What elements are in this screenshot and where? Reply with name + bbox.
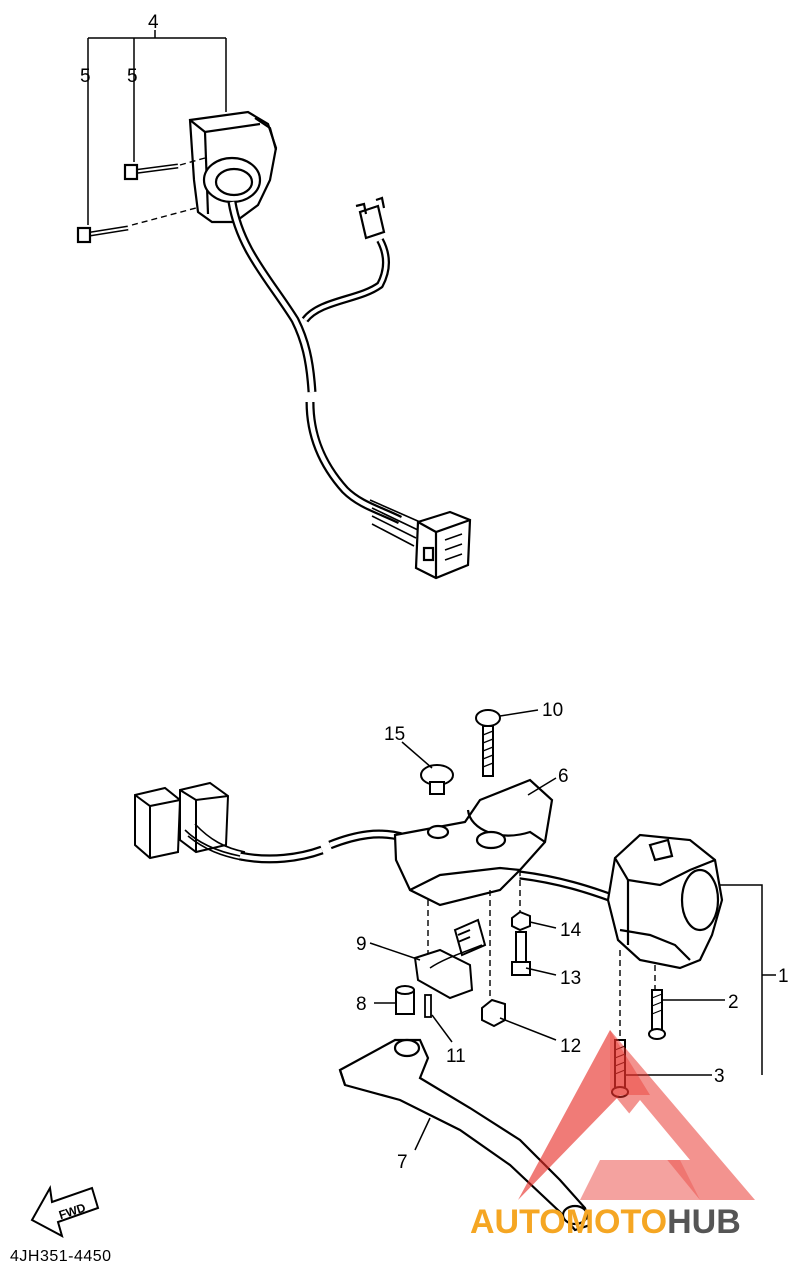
bolt-13 <box>511 931 531 976</box>
callout-12: 12 <box>560 1036 581 1057</box>
watermark-moto: MOTO <box>566 1203 667 1241</box>
callout-1: 1 <box>778 966 789 987</box>
callout-8: 8 <box>356 994 367 1015</box>
switch-assembly-upper <box>76 110 472 580</box>
watermark-hub: HUB <box>667 1203 741 1241</box>
bolt-10 <box>475 709 501 777</box>
callout-4: 4 <box>148 12 159 33</box>
clutch-switch <box>413 918 487 1000</box>
callout-2: 2 <box>728 992 739 1013</box>
callout-7: 7 <box>397 1152 408 1173</box>
callout-6: 6 <box>558 766 569 787</box>
nut-12 <box>481 998 506 1028</box>
switch-assembly-right <box>606 833 724 1040</box>
clutch-lever <box>338 1038 592 1232</box>
callout-3: 3 <box>714 1066 725 1087</box>
fwd-arrow-icon: FWD <box>30 1184 100 1238</box>
lever-bracket <box>393 778 554 1000</box>
nut-14 <box>511 910 531 932</box>
callout-13: 13 <box>560 968 581 989</box>
collar-8 <box>395 985 415 1015</box>
screw-2 <box>648 989 666 1040</box>
callout-9: 9 <box>356 934 367 955</box>
callout-15: 15 <box>384 724 405 745</box>
callout-11: 11 <box>446 1046 466 1067</box>
callout-5-outer: 5 <box>80 66 91 87</box>
callout-10: 10 <box>542 700 563 721</box>
connector-pair-left <box>134 781 246 861</box>
part-code: 4JH351-4450 <box>10 1248 112 1265</box>
callout-14: 14 <box>560 920 582 941</box>
callout-5-inner: 5 <box>127 66 138 87</box>
screw-11 <box>424 994 432 1018</box>
cap-15 <box>420 764 454 795</box>
callout-bracket-upper <box>87 30 227 225</box>
leader-lines <box>369 709 776 1151</box>
automotohub-logo <box>518 1030 755 1200</box>
watermark-auto: AUTO <box>470 1203 566 1241</box>
watermark-text: AUTOMOTOHUB <box>470 1203 741 1241</box>
